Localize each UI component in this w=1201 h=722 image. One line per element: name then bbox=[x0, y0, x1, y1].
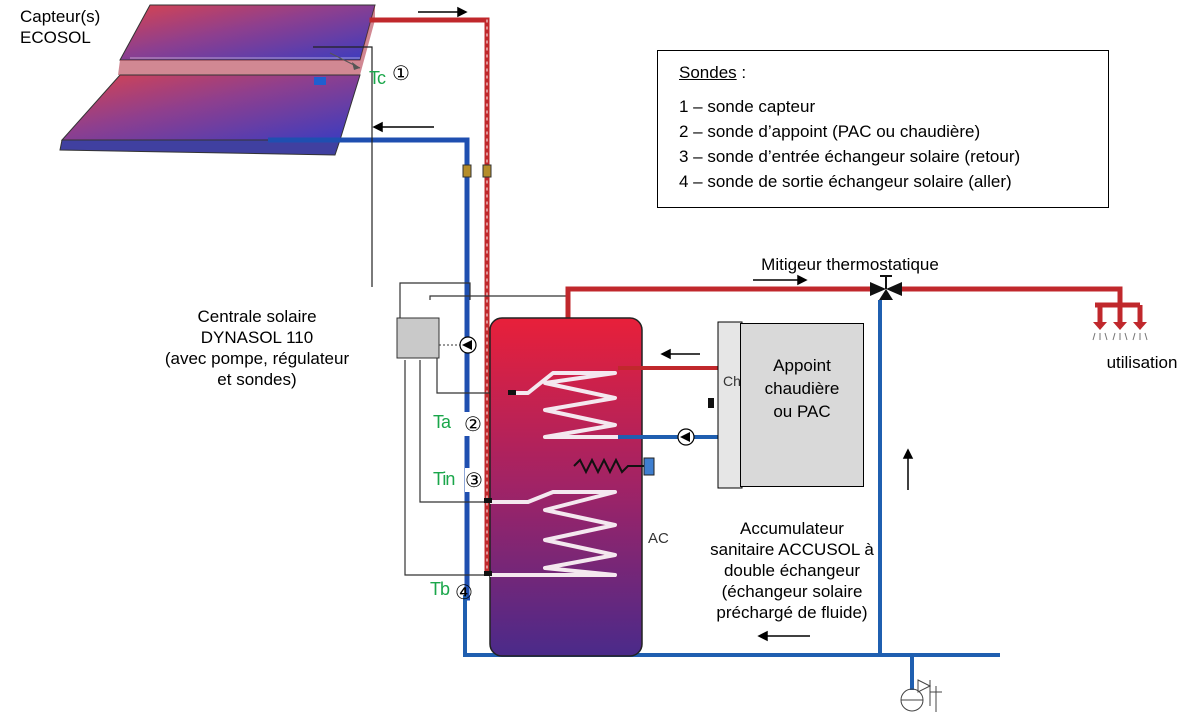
probe-3-marker: ③ bbox=[465, 468, 483, 492]
probe-tb-code: Tb bbox=[430, 579, 450, 599]
accumulator-label: Accumulateur sanitaire ACCUSOL à double … bbox=[667, 518, 917, 623]
accumulator-tank bbox=[489, 317, 643, 657]
mixer-valve-icon bbox=[870, 275, 902, 300]
appoint-label-line: Appoint bbox=[773, 356, 831, 375]
probe-ta-code: Ta bbox=[433, 412, 451, 432]
appoint-box: Appoint chaudière ou PAC bbox=[740, 323, 864, 487]
appoint-label-line: chaudière bbox=[764, 379, 840, 398]
usage-label: utilisation bbox=[1106, 353, 1178, 372]
collector-fitting bbox=[314, 77, 326, 85]
legend-title-suffix: : bbox=[736, 63, 747, 82]
accumulator-label-line: Accumulateur bbox=[740, 519, 844, 538]
coupling bbox=[462, 164, 472, 178]
legend-title: Sondes : bbox=[679, 63, 746, 83]
flow-arrows bbox=[372, 6, 914, 642]
probes-legend: Sondes : 1 – sonde capteur 2 – sonde d’a… bbox=[657, 50, 1109, 208]
legend-item: 2 – sonde d’appoint (PAC ou chaudière) bbox=[679, 122, 981, 141]
central-label-line: Centrale solaire bbox=[197, 307, 317, 326]
central-box bbox=[396, 317, 440, 359]
central-label-line: (avec pompe, régulateur bbox=[164, 349, 350, 368]
ch-label: Ch bbox=[723, 373, 741, 389]
accumulator-label-line: (échangeur solaire bbox=[721, 582, 863, 601]
legend-item: 4 – sonde de sortie échangeur solaire (a… bbox=[679, 172, 1012, 191]
hot-water-pipe bbox=[565, 286, 1143, 322]
ac-label: AC bbox=[648, 530, 669, 547]
accumulator-label-line: préchargé de fluide) bbox=[716, 603, 868, 622]
usage-outlet-icon bbox=[1092, 322, 1148, 341]
central-wiring bbox=[399, 282, 568, 576]
upper-exchanger-coil bbox=[515, 371, 618, 439]
cold-water-pipe bbox=[463, 300, 1000, 690]
mixer-label: Mitigeur thermostatique bbox=[761, 255, 939, 274]
probe-1-marker: ① bbox=[392, 61, 410, 85]
central-label-line: DYNASOL 110 bbox=[200, 328, 314, 347]
probe-4-marker: ④ bbox=[455, 580, 473, 604]
hot-solar-pipe bbox=[369, 17, 490, 573]
lower-exchanger-coil bbox=[490, 490, 617, 577]
collector-label: Capteur(s) ECOSOL bbox=[20, 6, 101, 48]
central-label: Centrale solaire DYNASOL 110 (avec pompe… bbox=[132, 306, 382, 390]
accumulator-label-line: sanitaire ACCUSOL à bbox=[710, 540, 874, 559]
probe-tc-code: Tc bbox=[369, 68, 386, 88]
solar-collector bbox=[59, 4, 376, 156]
electric-element-icon bbox=[573, 457, 646, 475]
cold-solar-pipe bbox=[268, 137, 470, 601]
probe-tin-code: Tin bbox=[433, 469, 455, 489]
coupling bbox=[482, 164, 492, 178]
collector-label-line: ECOSOL bbox=[20, 28, 91, 47]
probe-2-marker: ② bbox=[464, 412, 482, 436]
safety-group-icon bbox=[900, 679, 942, 712]
legend-item: 1 – sonde capteur bbox=[679, 97, 816, 116]
appoint-label: Appoint chaudière ou PAC bbox=[741, 354, 863, 423]
accumulator-label-line: double échangeur bbox=[723, 561, 861, 580]
appoint-label-line: ou PAC bbox=[773, 402, 831, 421]
collector-label-line: Capteur(s) bbox=[20, 7, 101, 26]
legend-item: 3 – sonde d’entrée échangeur solaire (re… bbox=[679, 147, 1021, 166]
central-label-line: et sondes) bbox=[217, 370, 297, 389]
legend-title-text: Sondes bbox=[679, 63, 737, 82]
